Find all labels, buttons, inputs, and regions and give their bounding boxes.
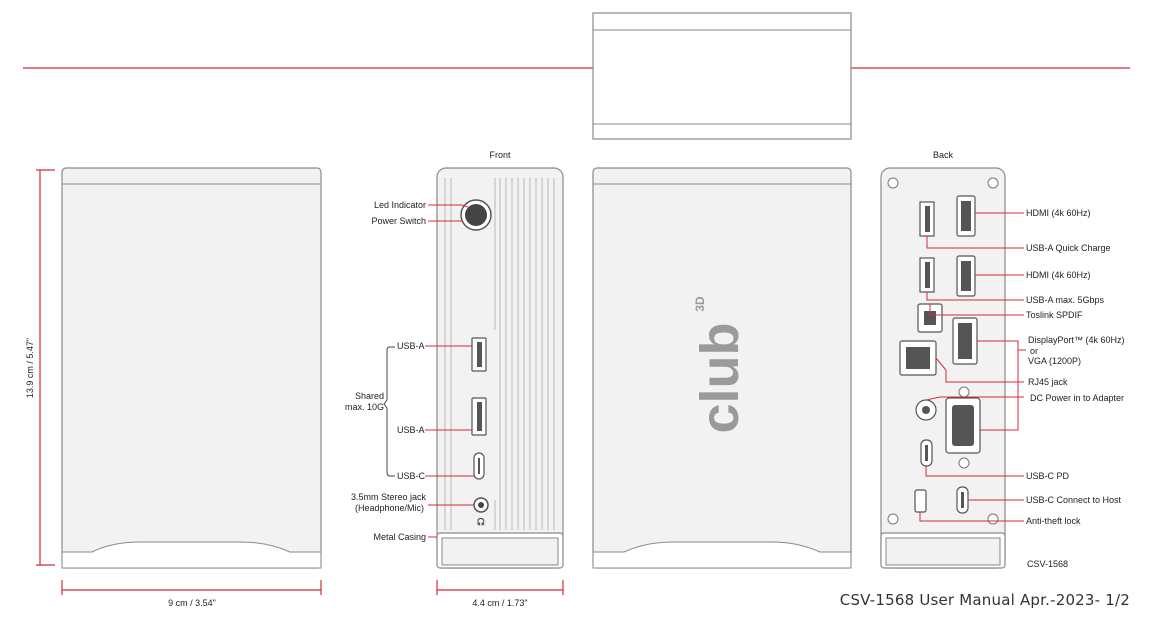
back-vga-inner (952, 405, 974, 446)
screw-bottom-right-icon (987, 513, 999, 525)
back-title: Back (933, 150, 954, 160)
back-usba-qc-tongue (925, 206, 930, 232)
screw-bottom-left-icon (887, 513, 899, 525)
depth-dimension: 4.4 cm / 1.73" (436, 580, 564, 608)
label-dp-1: DisplayPort™ (4k 60Hz) (1028, 335, 1125, 345)
height-dimension: 13.9 cm / 5.47" (25, 169, 55, 566)
front-base-slot (441, 537, 559, 566)
label-hdmi-2: HDMI (4k 60Hz) (1026, 270, 1091, 280)
audio-jack-hole (478, 502, 484, 508)
label-usbc-pd: USB-C PD (1026, 471, 1070, 481)
label-dc-power: DC Power in to Adapter (1030, 393, 1124, 403)
back-view: Back (880, 150, 1125, 569)
back-vga-screw-bottom-icon (958, 457, 970, 469)
screw-top-right-icon (987, 177, 999, 189)
back-displayport-inner (958, 323, 972, 359)
front-usba-port-2-tongue (477, 402, 482, 431)
screw-top-left-icon (887, 177, 899, 189)
back-usba-5g-tongue (925, 262, 930, 288)
back-hdmi2-inner (961, 261, 971, 291)
label-rj45: RJ45 jack (1028, 377, 1068, 387)
label-usba-qc: USB-A Quick Charge (1026, 243, 1111, 253)
brand-logo: club 3D (690, 296, 750, 434)
label-usba-5g: USB-A max. 5Gbps (1026, 295, 1105, 305)
label-metal-casing: Metal Casing (373, 532, 426, 542)
back-rj45-inner (906, 347, 930, 369)
model-label: CSV-1568 (1027, 559, 1068, 569)
side-right-foot-cutout (592, 541, 852, 569)
front-title: Front (489, 150, 511, 160)
height-dim-label: 13.9 cm / 5.47" (25, 338, 35, 398)
label-dp-3: VGA (1200P) (1028, 356, 1081, 366)
power-button-inner (465, 204, 487, 226)
back-vga-screw-top-icon (958, 386, 970, 398)
label-shared-1: Shared (355, 391, 384, 401)
side-view-left (61, 167, 322, 569)
front-usba-port-1-tongue (477, 342, 482, 367)
label-dp-2: or (1030, 346, 1038, 356)
brand-logo-sup: 3D (693, 296, 707, 312)
width-dimension: 9 cm / 3.54" (61, 580, 322, 608)
side-left-foot-cutout (61, 541, 322, 569)
back-hdmi1-inner (961, 201, 971, 231)
back-callout-lines (919, 212, 1026, 522)
back-usbc-host-tongue (961, 492, 964, 508)
label-toslink: Toslink SPDIF (1026, 310, 1083, 320)
top-device-outline (592, 12, 852, 140)
front-callout-lines (383, 204, 474, 538)
front-usbc-port-tongue (478, 458, 480, 474)
label-jack-1: 3.5mm Stereo jack (351, 492, 427, 502)
label-led-indicator: Led Indicator (374, 200, 426, 210)
label-usba-1: USB-A (397, 341, 425, 351)
brand-logo-text: club (690, 322, 750, 433)
label-antitheft: Anti-theft lock (1026, 516, 1081, 526)
back-dc-inner (922, 406, 930, 414)
label-usbc: USB-C (397, 471, 426, 481)
front-view: Front 🎧 (345, 150, 564, 569)
label-power-switch: Power Switch (371, 216, 426, 226)
footer-title: CSV-1568 User Manual Apr.-2023- 1/2 (840, 591, 1130, 609)
headset-icon: 🎧 (477, 517, 486, 526)
back-kensington-slot (914, 489, 927, 513)
top-view (23, 12, 1130, 140)
label-jack-2: (Headphone/Mic) (355, 503, 424, 513)
back-usbc-pd-tongue (925, 445, 928, 461)
label-hdmi-1: HDMI (4k 60Hz) (1026, 208, 1091, 218)
front-grille (444, 178, 555, 530)
side-left-body (61, 167, 322, 569)
width-dim-label: 9 cm / 3.54" (168, 598, 216, 608)
back-base-slot (885, 537, 1001, 566)
side-view-right: club 3D (592, 167, 852, 569)
depth-dim-label: 4.4 cm / 1.73" (472, 598, 527, 608)
label-usba-2: USB-A (397, 425, 425, 435)
label-usbc-host: USB-C Connect to Host (1026, 495, 1122, 505)
label-shared-2: max. 10G (345, 402, 384, 412)
